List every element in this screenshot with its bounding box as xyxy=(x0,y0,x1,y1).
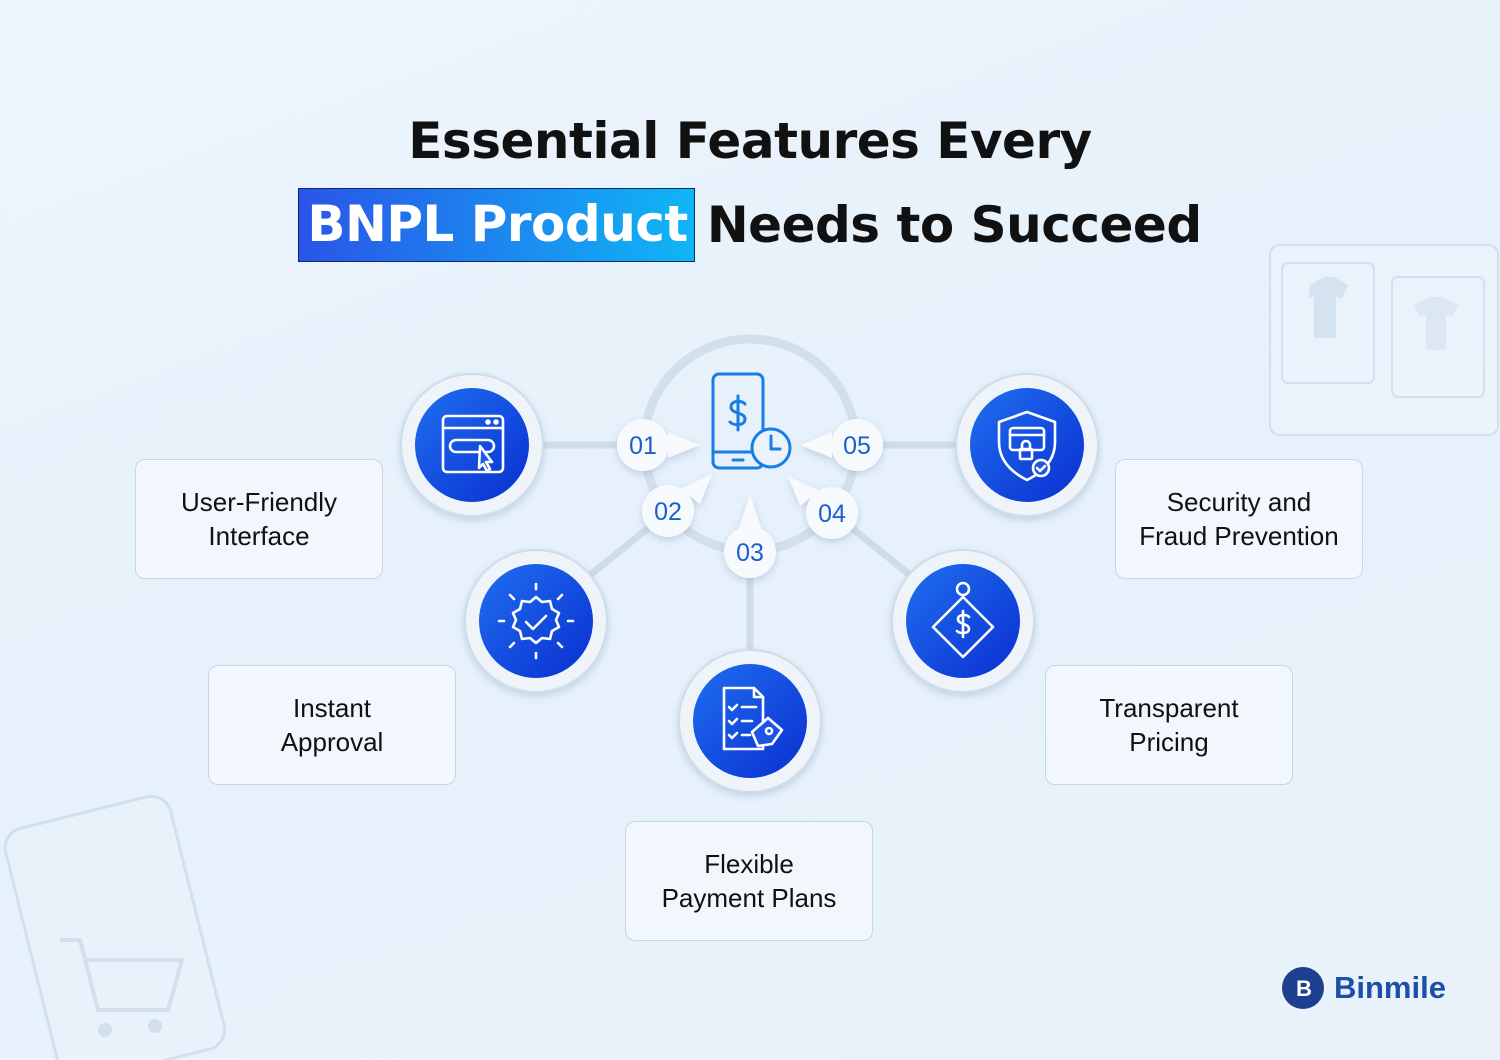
badge-05-label: 05 xyxy=(843,432,871,460)
badge-02: 02 xyxy=(642,474,712,537)
title-line-1: Essential Features Every xyxy=(408,112,1092,170)
badge-03-label: 03 xyxy=(736,539,764,567)
feature-circle-04 xyxy=(891,549,1035,693)
badge-02-label: 02 xyxy=(654,498,682,526)
badge-01-label: 01 xyxy=(629,432,657,460)
badge-04-label: 04 xyxy=(818,500,846,528)
binmile-logo-icon: B xyxy=(1282,967,1324,1009)
checklist-payment-icon xyxy=(722,686,784,751)
feature-card-line-1: Transparent xyxy=(1099,693,1239,723)
feature-card-line-1: User-Friendly xyxy=(180,487,338,517)
shield-card-icon xyxy=(997,410,1057,482)
badge-01: 01 xyxy=(617,419,700,471)
feature-circle-05 xyxy=(955,373,1099,517)
badge-05: 05 xyxy=(800,419,883,471)
svg-text:B: B xyxy=(1296,976,1312,1001)
feature-circle-02 xyxy=(464,549,608,693)
price-tag-icon xyxy=(931,581,995,659)
browser-cursor-icon xyxy=(441,414,505,474)
feature-circle-03 xyxy=(678,649,822,793)
badge-04: 04 xyxy=(788,476,858,539)
feature-card-line-2: Interface xyxy=(208,521,310,551)
brand-name: Binmile xyxy=(1334,970,1446,1005)
feature-card-line-2: Pricing xyxy=(1129,727,1209,757)
title-line-2-rest: Needs to Succeed xyxy=(706,196,1202,254)
feature-card-line-1: Security and xyxy=(1166,487,1312,517)
phone-cart-illustration xyxy=(3,794,227,1060)
feature-card-line-1: Instant xyxy=(292,693,372,723)
title-line-2: BNPL Product Needs to Succeed xyxy=(0,188,1500,262)
feature-card-line-2: Approval xyxy=(280,727,384,757)
phone-dollar-clock-icon xyxy=(711,372,792,470)
badge-check-icon xyxy=(497,582,575,660)
feature-card-line-2: Payment Plans xyxy=(661,883,837,913)
badge-03: 03 xyxy=(724,494,776,578)
brand-logo: B Binmile xyxy=(1280,965,1446,1011)
feature-card-line-2: Fraud Prevention xyxy=(1139,521,1339,551)
feature-card-line-1: Flexible xyxy=(704,849,794,879)
shop-window-illustration xyxy=(1269,244,1499,436)
title-highlight: BNPL Product xyxy=(298,188,695,262)
feature-circle-01 xyxy=(400,373,544,517)
